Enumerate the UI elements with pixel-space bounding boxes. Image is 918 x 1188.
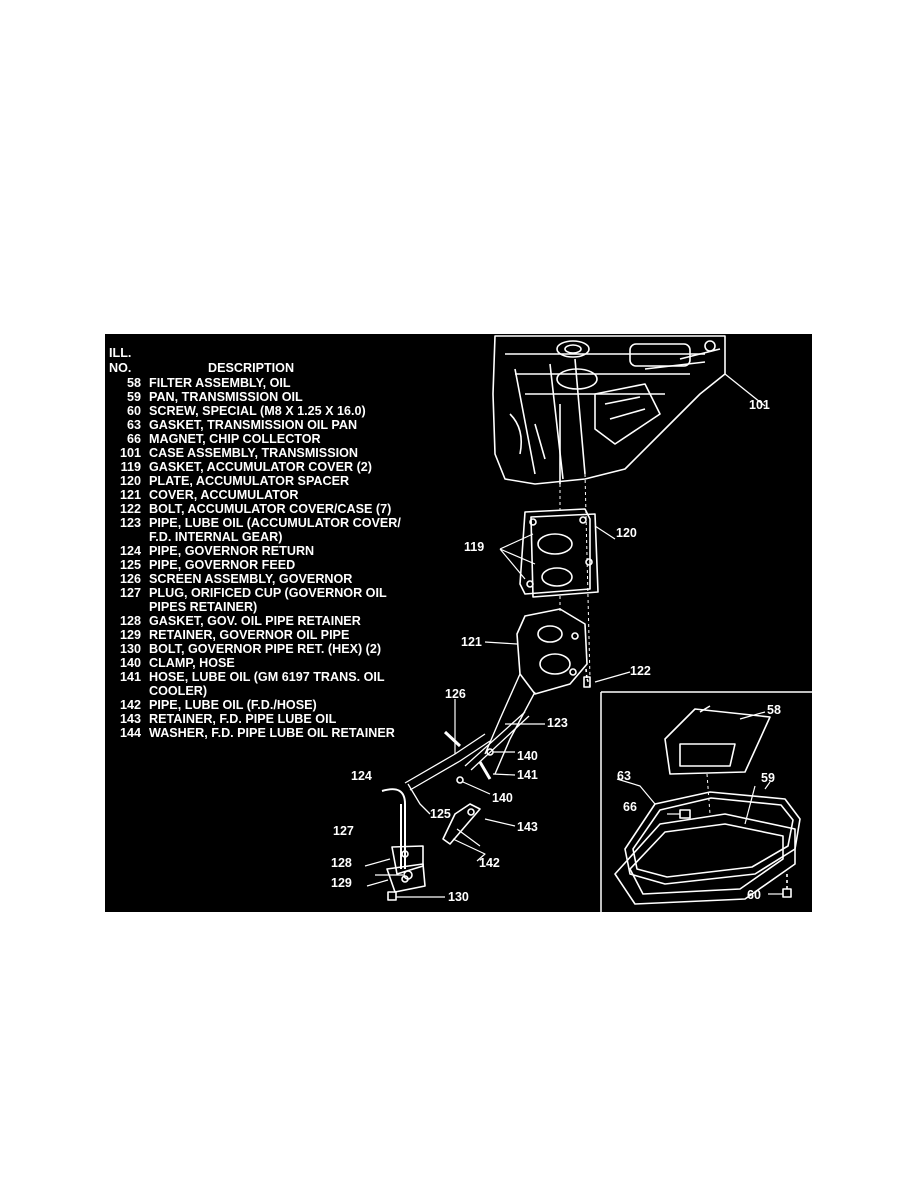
legend-item-description: PIPE, GOVERNOR FEED	[149, 558, 296, 572]
lube-pipe-drawing	[442, 711, 545, 862]
legend-item-description: PIPE, LUBE OIL (ACCUMULATOR COVER/	[149, 516, 401, 530]
legend-item-number: 126	[119, 572, 141, 586]
callout-126: 126	[445, 687, 466, 701]
legend-item-number: 60	[126, 404, 141, 418]
callout-123: 123	[547, 716, 568, 730]
legend-item-number: 101	[119, 446, 141, 460]
legend-item-number: 121	[119, 488, 141, 502]
legend-item-description: FILTER ASSEMBLY, OIL	[149, 376, 291, 390]
legend-item-description: RETAINER, GOVERNOR OIL PIPE	[149, 628, 350, 642]
callout-122: 122	[630, 664, 651, 678]
legend-item-number: 141	[119, 670, 141, 684]
legend-item-description: SCREW, SPECIAL (M8 X 1.25 X 16.0)	[149, 404, 366, 418]
legend-item-number: 140	[119, 656, 141, 670]
legend-header-description: DESCRIPTION	[208, 361, 295, 375]
legend-item-description: PAN, TRANSMISSION OIL	[149, 390, 303, 404]
callout-127: 127	[333, 824, 354, 838]
legend-item-number: 122	[119, 502, 141, 516]
legend-item-number: 143	[119, 712, 141, 726]
callout-59: 59	[761, 771, 775, 785]
legend-item-description: COOLER)	[149, 684, 208, 698]
legend-item-description: HOSE, LUBE OIL (GM 6197 TRANS. OIL	[149, 670, 385, 684]
screw-drawing	[706, 773, 792, 898]
legend-item-description: CLAMP, HOSE	[149, 656, 235, 670]
callout-63: 63	[617, 769, 631, 783]
legend-item-number: 125	[119, 558, 141, 572]
legend-item-number: 127	[119, 586, 141, 600]
legend-item-description: PIPES RETAINER)	[149, 600, 258, 614]
legend-item-description: RETAINER, F.D. PIPE LUBE OIL	[149, 712, 337, 726]
legend-item-number: 123	[119, 516, 141, 530]
legend-item-number: 120	[119, 474, 141, 488]
callout-124: 124	[351, 769, 372, 783]
legend-item-description: GASKET, GOV. OIL PIPE RETAINER	[149, 614, 361, 628]
callout-129: 129	[331, 876, 352, 890]
callout-142: 142	[479, 856, 500, 870]
callout-140-upper: 140	[517, 749, 538, 763]
oil-pan-gasket-drawing	[616, 778, 801, 885]
callout-66: 66	[623, 800, 637, 814]
callout-140-lower: 140	[492, 791, 513, 805]
legend-item-number: 128	[119, 614, 141, 628]
legend-item-description: GASKET, ACCUMULATOR COVER (2)	[149, 460, 372, 474]
accumulator-cover-drawing	[484, 608, 588, 775]
oil-filter-drawing	[664, 705, 771, 775]
exploded-view-diagram: ILL. NO. DESCRIPTION 58 FILTER ASSEMBLY, …	[105, 334, 812, 912]
legend-item-number: 58	[126, 376, 141, 390]
legend-item-number: 63	[126, 418, 141, 432]
gasket-plate-drawing	[499, 508, 616, 598]
callout-58: 58	[767, 703, 781, 717]
legend-item-description: BOLT, ACCUMULATOR COVER/CASE (7)	[149, 502, 392, 516]
legend-item-description: WASHER, F.D. PIPE LUBE OIL RETAINER	[149, 726, 395, 740]
callout-119: 119	[464, 540, 485, 554]
legend-item-description: CASE ASSEMBLY, TRANSMISSION	[149, 446, 358, 460]
callout-143: 143	[517, 820, 538, 834]
callout-130: 130	[448, 890, 469, 904]
legend-item-number: 130	[119, 642, 141, 656]
callout-120: 120	[616, 526, 637, 540]
legend-item-description: GASKET, TRANSMISSION OIL PAN	[149, 418, 358, 432]
bolt-drawing	[583, 668, 631, 688]
legend-item-description: MAGNET, CHIP COLLECTOR	[149, 432, 321, 446]
legend-item-number: 59	[126, 390, 141, 404]
callout-60: 60	[747, 888, 761, 902]
legend-item-number: 144	[119, 726, 141, 740]
legend-item-description: PLUG, ORIFICED CUP (GOVERNOR OIL	[149, 586, 387, 600]
legend-item-description: SCREEN ASSEMBLY, GOVERNOR	[149, 572, 353, 586]
legend-item-number: 66	[126, 432, 141, 446]
diagram-drawing	[364, 335, 812, 912]
callout-141: 141	[517, 768, 538, 782]
legend-header-ill: ILL.	[109, 346, 132, 360]
callout-101: 101	[749, 398, 770, 412]
callout-128: 128	[331, 856, 352, 870]
legend-item-description: PIPE, LUBE OIL (F.D./HOSE)	[149, 698, 317, 712]
legend-item-number: 124	[119, 544, 141, 558]
legend-item-description: COVER, ACCUMULATOR	[149, 488, 299, 502]
legend-header-no: NO.	[109, 361, 132, 375]
legend-item-number: 129	[119, 628, 141, 642]
legend-item-description: PLATE, ACCUMULATOR SPACER	[149, 474, 350, 488]
legend-item-number: 142	[119, 698, 141, 712]
governor-pipes-drawing	[364, 699, 491, 901]
legend-item-description: BOLT, GOVERNOR PIPE RET. (HEX) (2)	[149, 642, 382, 656]
callout-125: 125	[430, 807, 451, 821]
legend-item-description: F.D. INTERNAL GEAR)	[149, 530, 283, 544]
legend-item-number: 119	[120, 460, 141, 474]
transmission-case-drawing	[492, 335, 766, 485]
oil-pan-drawing	[614, 781, 796, 905]
legend-item-description: PIPE, GOVERNOR RETURN	[149, 544, 315, 558]
callout-121: 121	[461, 635, 482, 649]
